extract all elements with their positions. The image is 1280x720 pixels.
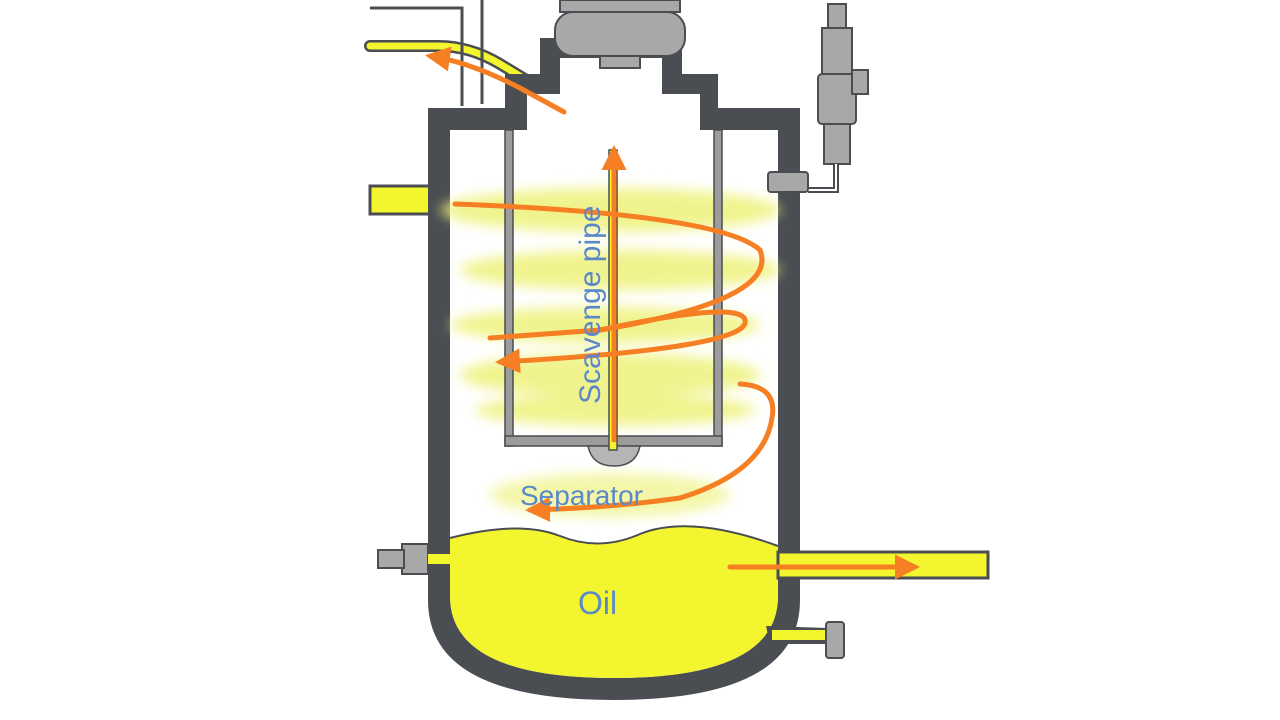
pressure-switch xyxy=(767,3,869,193)
flow-arrow-swirl-1 xyxy=(452,201,765,341)
flow-arrow-swirl-3 xyxy=(525,381,776,522)
flow-arrow-outlet-up xyxy=(425,46,567,115)
label-separator: Separator xyxy=(520,480,643,511)
flow-arrow-swirl-2 xyxy=(495,309,748,374)
flow-arrows xyxy=(425,46,920,580)
top-housing-lines xyxy=(370,0,484,106)
label-scavenge-pipe: Scavenge pipe xyxy=(574,206,607,405)
drain-fitting xyxy=(766,621,845,659)
oil-reservoir xyxy=(449,525,779,678)
left-fitting xyxy=(377,543,452,575)
label-oil: Oil xyxy=(578,585,617,621)
top-valve xyxy=(554,0,686,69)
